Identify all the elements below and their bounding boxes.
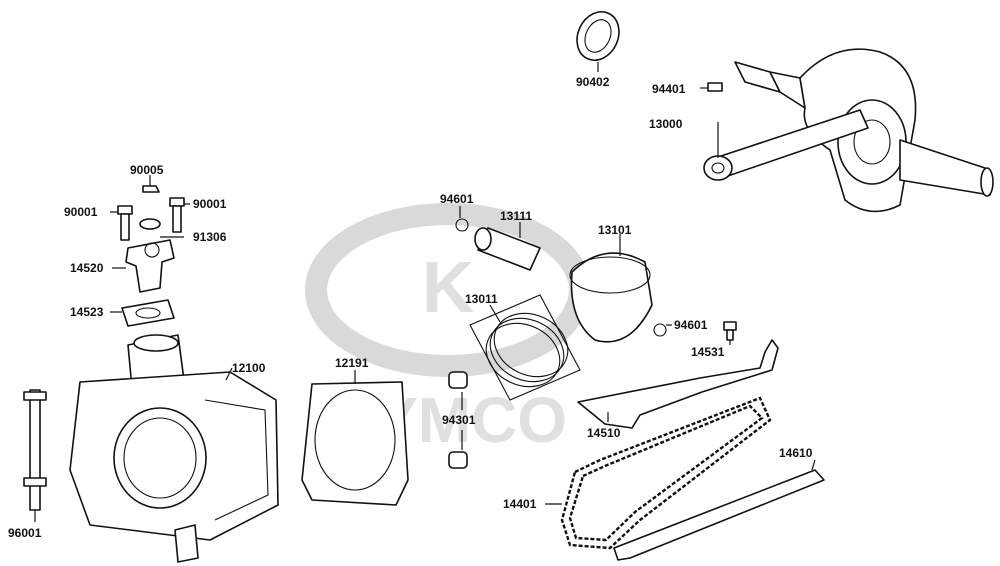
part-14520-tensioner[interactable]: [112, 239, 175, 293]
part-94601-clip-left[interactable]: [455, 206, 469, 232]
part-14531-bolt[interactable]: [723, 321, 737, 345]
label-94301: 94301: [442, 413, 476, 427]
label-14610: 14610: [779, 446, 813, 460]
label-14520: 14520: [70, 261, 104, 275]
label-14510: 14510: [587, 426, 621, 440]
label-90001-right: 90001: [193, 197, 227, 211]
label-13000: 13000: [649, 117, 683, 131]
part-labels: 90402 94401 13000 90005 90001 90001 9130…: [8, 75, 813, 540]
label-12100: 12100: [232, 361, 266, 375]
label-90402: 90402: [576, 75, 610, 89]
part-13000-crankshaft[interactable]: [703, 48, 994, 213]
part-91306-oring[interactable]: [139, 218, 184, 238]
part-14523-gasket[interactable]: [110, 299, 175, 327]
label-12191: 12191: [335, 356, 369, 370]
part-90402-washer[interactable]: [569, 5, 626, 72]
part-13101-piston[interactable]: [569, 234, 653, 343]
watermark-letter-k: K: [422, 248, 474, 328]
part-14510-chain-guide[interactable]: [577, 339, 779, 429]
label-94601-left: 94601: [440, 192, 474, 206]
part-94301-dowel-pins[interactable]: [448, 371, 468, 469]
label-13011: 13011: [465, 292, 498, 306]
label-13111: 13111: [500, 209, 532, 223]
part-14610-chain-guide[interactable]: [613, 459, 825, 561]
part-90005-bolt[interactable]: [142, 175, 160, 193]
part-94401-key[interactable]: [700, 82, 723, 92]
part-90001-bolt-left[interactable]: [110, 205, 133, 241]
label-91306: 91306: [193, 230, 227, 244]
part-13111-piston-pin[interactable]: [474, 222, 541, 271]
part-12191-gasket[interactable]: [301, 370, 409, 506]
label-90001-left: 90001: [64, 205, 98, 219]
part-12100-cylinder[interactable]: [69, 334, 279, 563]
part-14401-cam-chain[interactable]: [545, 396, 772, 550]
label-96001: 96001: [8, 526, 42, 540]
part-13011-ring-set[interactable]: [469, 294, 581, 401]
part-96001-stud[interactable]: [23, 389, 47, 522]
part-94601-clip-right[interactable]: [653, 323, 672, 337]
label-94601-right: 94601: [674, 318, 708, 332]
part-90001-bolt-right[interactable]: [169, 197, 190, 233]
label-14401: 14401: [503, 497, 537, 511]
label-90005: 90005: [130, 163, 164, 177]
label-94401: 94401: [652, 82, 686, 96]
label-14523: 14523: [70, 305, 104, 319]
label-13101: 13101: [598, 223, 632, 237]
label-14531: 14531: [691, 345, 725, 359]
